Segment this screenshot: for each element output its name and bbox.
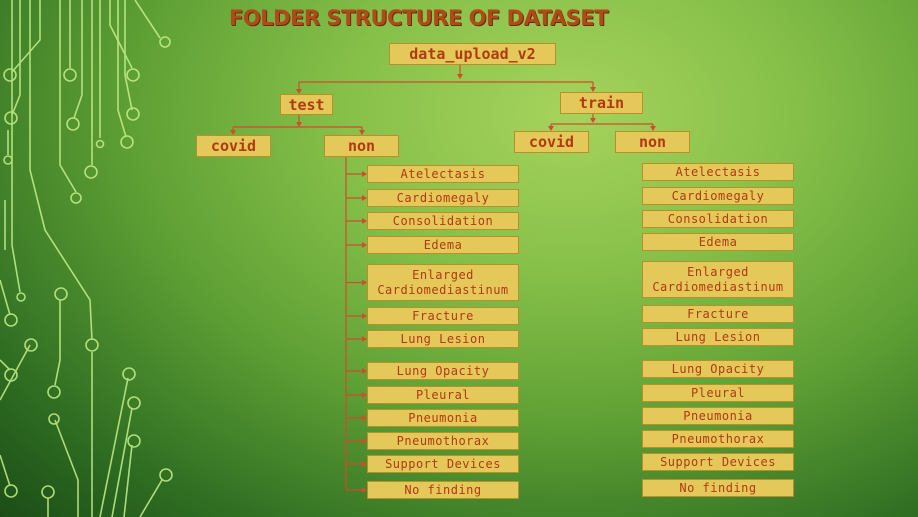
- leaf-arrow: [362, 218, 367, 224]
- leaf-arrow: [362, 195, 367, 201]
- train-non-folder: non: [615, 131, 690, 153]
- leaf-arrow: [362, 368, 367, 374]
- test-folder: test: [280, 94, 333, 115]
- train-class-folder: Edema: [642, 233, 794, 251]
- leaf-arrow: [362, 487, 367, 493]
- leaf-arrow: [362, 171, 367, 177]
- test-class-folder: Atelectasis: [367, 165, 519, 183]
- leaf-arrow: [362, 313, 367, 319]
- test-class-folder: Consolidation: [367, 212, 519, 230]
- test-class-folder: No finding: [367, 481, 519, 499]
- train-class-folder: Fracture: [642, 305, 794, 323]
- train-class-folder: Lung Lesion: [642, 328, 794, 346]
- test-covid-folder: covid: [196, 135, 271, 157]
- train-split-arrow: [590, 118, 596, 123]
- root-arrow: [457, 74, 463, 79]
- train-class-folder: No finding: [642, 479, 794, 497]
- test-class-folder: Pneumothorax: [367, 432, 519, 450]
- leaf-arrow: [362, 242, 367, 248]
- test-covid-arrow: [230, 130, 236, 135]
- test-non-arrow: [359, 130, 365, 135]
- train-class-folder: Support Devices: [642, 453, 794, 471]
- train-class-folder: Enlarged Cardiomediastinum: [642, 261, 794, 298]
- leaf-arrow: [362, 279, 367, 286]
- train-non-arrow: [650, 126, 656, 131]
- test-class-folder: Lung Lesion: [367, 330, 519, 348]
- test-class-folder: Lung Opacity: [367, 362, 519, 380]
- train-covid-folder: covid: [514, 131, 589, 153]
- train-covid-arrow: [548, 126, 554, 131]
- train-class-folder: Pneumothorax: [642, 430, 794, 448]
- train-class-folder: Lung Opacity: [642, 360, 794, 378]
- test-class-folder: Fracture: [367, 307, 519, 325]
- test-arrow: [296, 89, 302, 94]
- train-class-folder: Cardiomegaly: [642, 187, 794, 205]
- leaf-arrow: [362, 415, 367, 421]
- test-class-folder: Pneumonia: [367, 409, 519, 427]
- train-arrow: [590, 87, 596, 92]
- test-split-arrow: [296, 122, 302, 127]
- leaf-arrow: [362, 336, 367, 342]
- test-class-folder: Support Devices: [367, 455, 519, 473]
- leaf-arrow: [362, 392, 367, 398]
- train-class-folder: Pneumonia: [642, 407, 794, 425]
- test-class-folder: Pleural: [367, 386, 519, 404]
- train-class-folder: Atelectasis: [642, 163, 794, 181]
- train-folder: train: [560, 92, 643, 114]
- test-class-folder: Cardiomegaly: [367, 189, 519, 207]
- train-class-folder: Consolidation: [642, 210, 794, 228]
- test-class-folder: Edema: [367, 236, 519, 254]
- leaf-arrow: [362, 438, 367, 444]
- root-folder: data_upload_v2: [389, 43, 556, 65]
- test-class-folder: Enlarged Cardiomediastinum: [367, 264, 519, 301]
- test-non-folder: non: [324, 135, 399, 157]
- page-title: FOLDER STRUCTURE OF DATASET: [229, 6, 608, 30]
- train-class-folder: Pleural: [642, 384, 794, 402]
- leaf-arrow: [362, 461, 367, 467]
